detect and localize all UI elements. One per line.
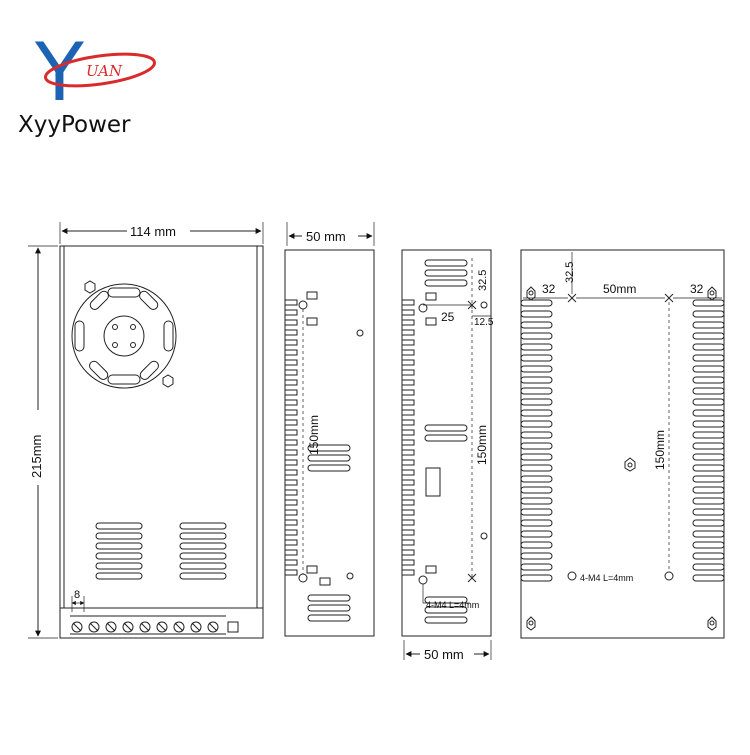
front-width-label: 114 mm: [130, 224, 176, 239]
front-view: [28, 222, 264, 639]
back-top-offset-label: 32.5: [477, 270, 489, 291]
back-fins: [402, 299, 415, 576]
bottom-hole-spacing-v-label: 150mm: [653, 430, 667, 470]
bottom-fins-left: [520, 299, 553, 582]
bottom-view: [520, 249, 725, 639]
back-hole-offset-label: 25: [441, 310, 455, 324]
side-fins: [285, 299, 298, 576]
logo-text: UAN: [86, 62, 123, 80]
terminal-pitch-label: 8: [74, 589, 80, 601]
side-width-label: 50 mm: [306, 229, 346, 244]
bottom-hole-spacing-h-label: 50mm: [603, 282, 636, 296]
back-side-view: [401, 249, 492, 660]
back-hole-spacing-label: 150mm: [475, 425, 489, 465]
fan-grille: [71, 280, 177, 389]
back-edge-offset-label: 12.5: [474, 317, 494, 328]
front-vents: [95, 522, 227, 580]
brand-name: XyyPower: [18, 112, 131, 138]
bottom-top-offset-label: 32.5: [564, 262, 576, 283]
bottom-right-offset-label: 32: [690, 282, 704, 296]
back-screw-label: 4-M4 L=4mm: [426, 600, 479, 610]
back-width-label: 50 mm: [424, 647, 464, 662]
terminal-block: [70, 596, 239, 635]
side-view: [284, 222, 375, 637]
brand-logo: Y UAN: [34, 26, 156, 119]
side-hole-spacing-label: 150mm: [307, 415, 321, 455]
bottom-screw-label: 4-M4 L=4mm: [580, 573, 633, 583]
logo-swoosh: [44, 52, 156, 88]
bottom-fins-right: [692, 299, 725, 582]
bottom-left-offset-label: 32: [542, 282, 556, 296]
front-height-label: 215mm: [29, 435, 44, 478]
logo-letter: Y: [34, 26, 85, 119]
